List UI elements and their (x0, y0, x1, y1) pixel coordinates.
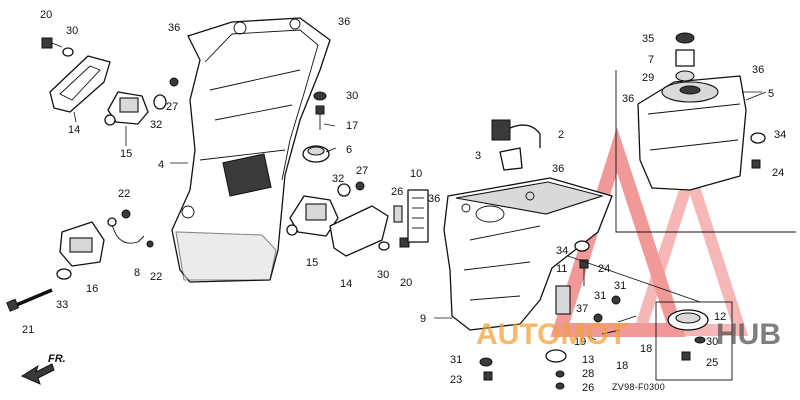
callout: 34 (556, 245, 568, 257)
callout: 10 (410, 168, 422, 180)
watermark-text: AUTOMOT HUB (476, 318, 781, 351)
callout: 20 (40, 9, 52, 21)
callout: 31 (594, 290, 606, 302)
callout: 6 (346, 144, 352, 156)
direction-label: FR. (48, 353, 66, 365)
callout: 15 (306, 257, 318, 269)
callout: 25 (706, 357, 718, 369)
callout: 34 (774, 129, 786, 141)
callout: 27 (356, 165, 368, 177)
callout: 33 (56, 299, 68, 311)
parts-left (6, 37, 179, 385)
watermark-brand-right: HUB (716, 318, 781, 351)
callout: 13 (582, 354, 594, 366)
callout: 18 (640, 343, 652, 355)
callout: 14 (68, 124, 80, 136)
callout: 37 (576, 303, 588, 315)
callout: 30 (346, 90, 358, 102)
callout: 31 (450, 354, 462, 366)
callout: 36 (552, 163, 564, 175)
upper-case-right (615, 32, 796, 233)
front-arrow-icon (20, 363, 55, 385)
callout: 20 (400, 277, 412, 289)
callout: 22 (118, 188, 130, 200)
callout: 28 (582, 368, 594, 380)
callout: 30 (66, 25, 78, 37)
callout: 11 (556, 263, 567, 275)
parts-lower (479, 240, 733, 390)
callout: 21 (22, 324, 34, 336)
callout: 26 (582, 382, 594, 394)
callout: 22 (150, 271, 162, 283)
callout: 30 (706, 336, 718, 348)
callout: 36 (338, 16, 350, 28)
callout: 7 (648, 54, 654, 66)
callout: 36 (622, 93, 634, 105)
callout: 35 (642, 33, 654, 45)
watermark-brand-left: AUTOMOT (476, 318, 627, 351)
callout: 15 (120, 148, 132, 160)
callout: 36 (168, 22, 180, 34)
gear-case (443, 119, 613, 331)
callout: 31 (614, 280, 626, 292)
callout: 26 (391, 186, 403, 198)
callout: 18 (616, 360, 628, 372)
callout: 9 (420, 313, 426, 325)
parts-middle (286, 91, 429, 257)
callout: 14 (340, 278, 352, 290)
callout: 29 (642, 72, 654, 84)
diagram-code: ZV98-F0300 (612, 382, 665, 392)
callout: 36 (752, 64, 764, 76)
leader-lines (73, 91, 767, 341)
callout: 12 (714, 311, 726, 323)
extension-case (171, 17, 331, 283)
callout: 3 (475, 150, 481, 162)
callout-labels: 20 30 36 36 35 7 29 36 5 36 34 24 14 15 … (22, 9, 786, 394)
callout: 17 (346, 120, 358, 132)
callout: 2 (558, 129, 564, 141)
callout: 36 (428, 193, 440, 205)
callout: 4 (158, 159, 164, 171)
callout: 30 (377, 269, 389, 281)
callout: 19 (574, 336, 586, 348)
callout: 32 (150, 119, 162, 131)
callout: 24 (598, 263, 610, 275)
callout: 32 (332, 173, 344, 185)
callout: 16 (86, 283, 98, 295)
callout: 27 (166, 101, 178, 113)
callout: 24 (772, 167, 784, 179)
callout: 8 (134, 267, 140, 279)
callout: 23 (450, 374, 462, 386)
callout: 5 (768, 88, 774, 100)
